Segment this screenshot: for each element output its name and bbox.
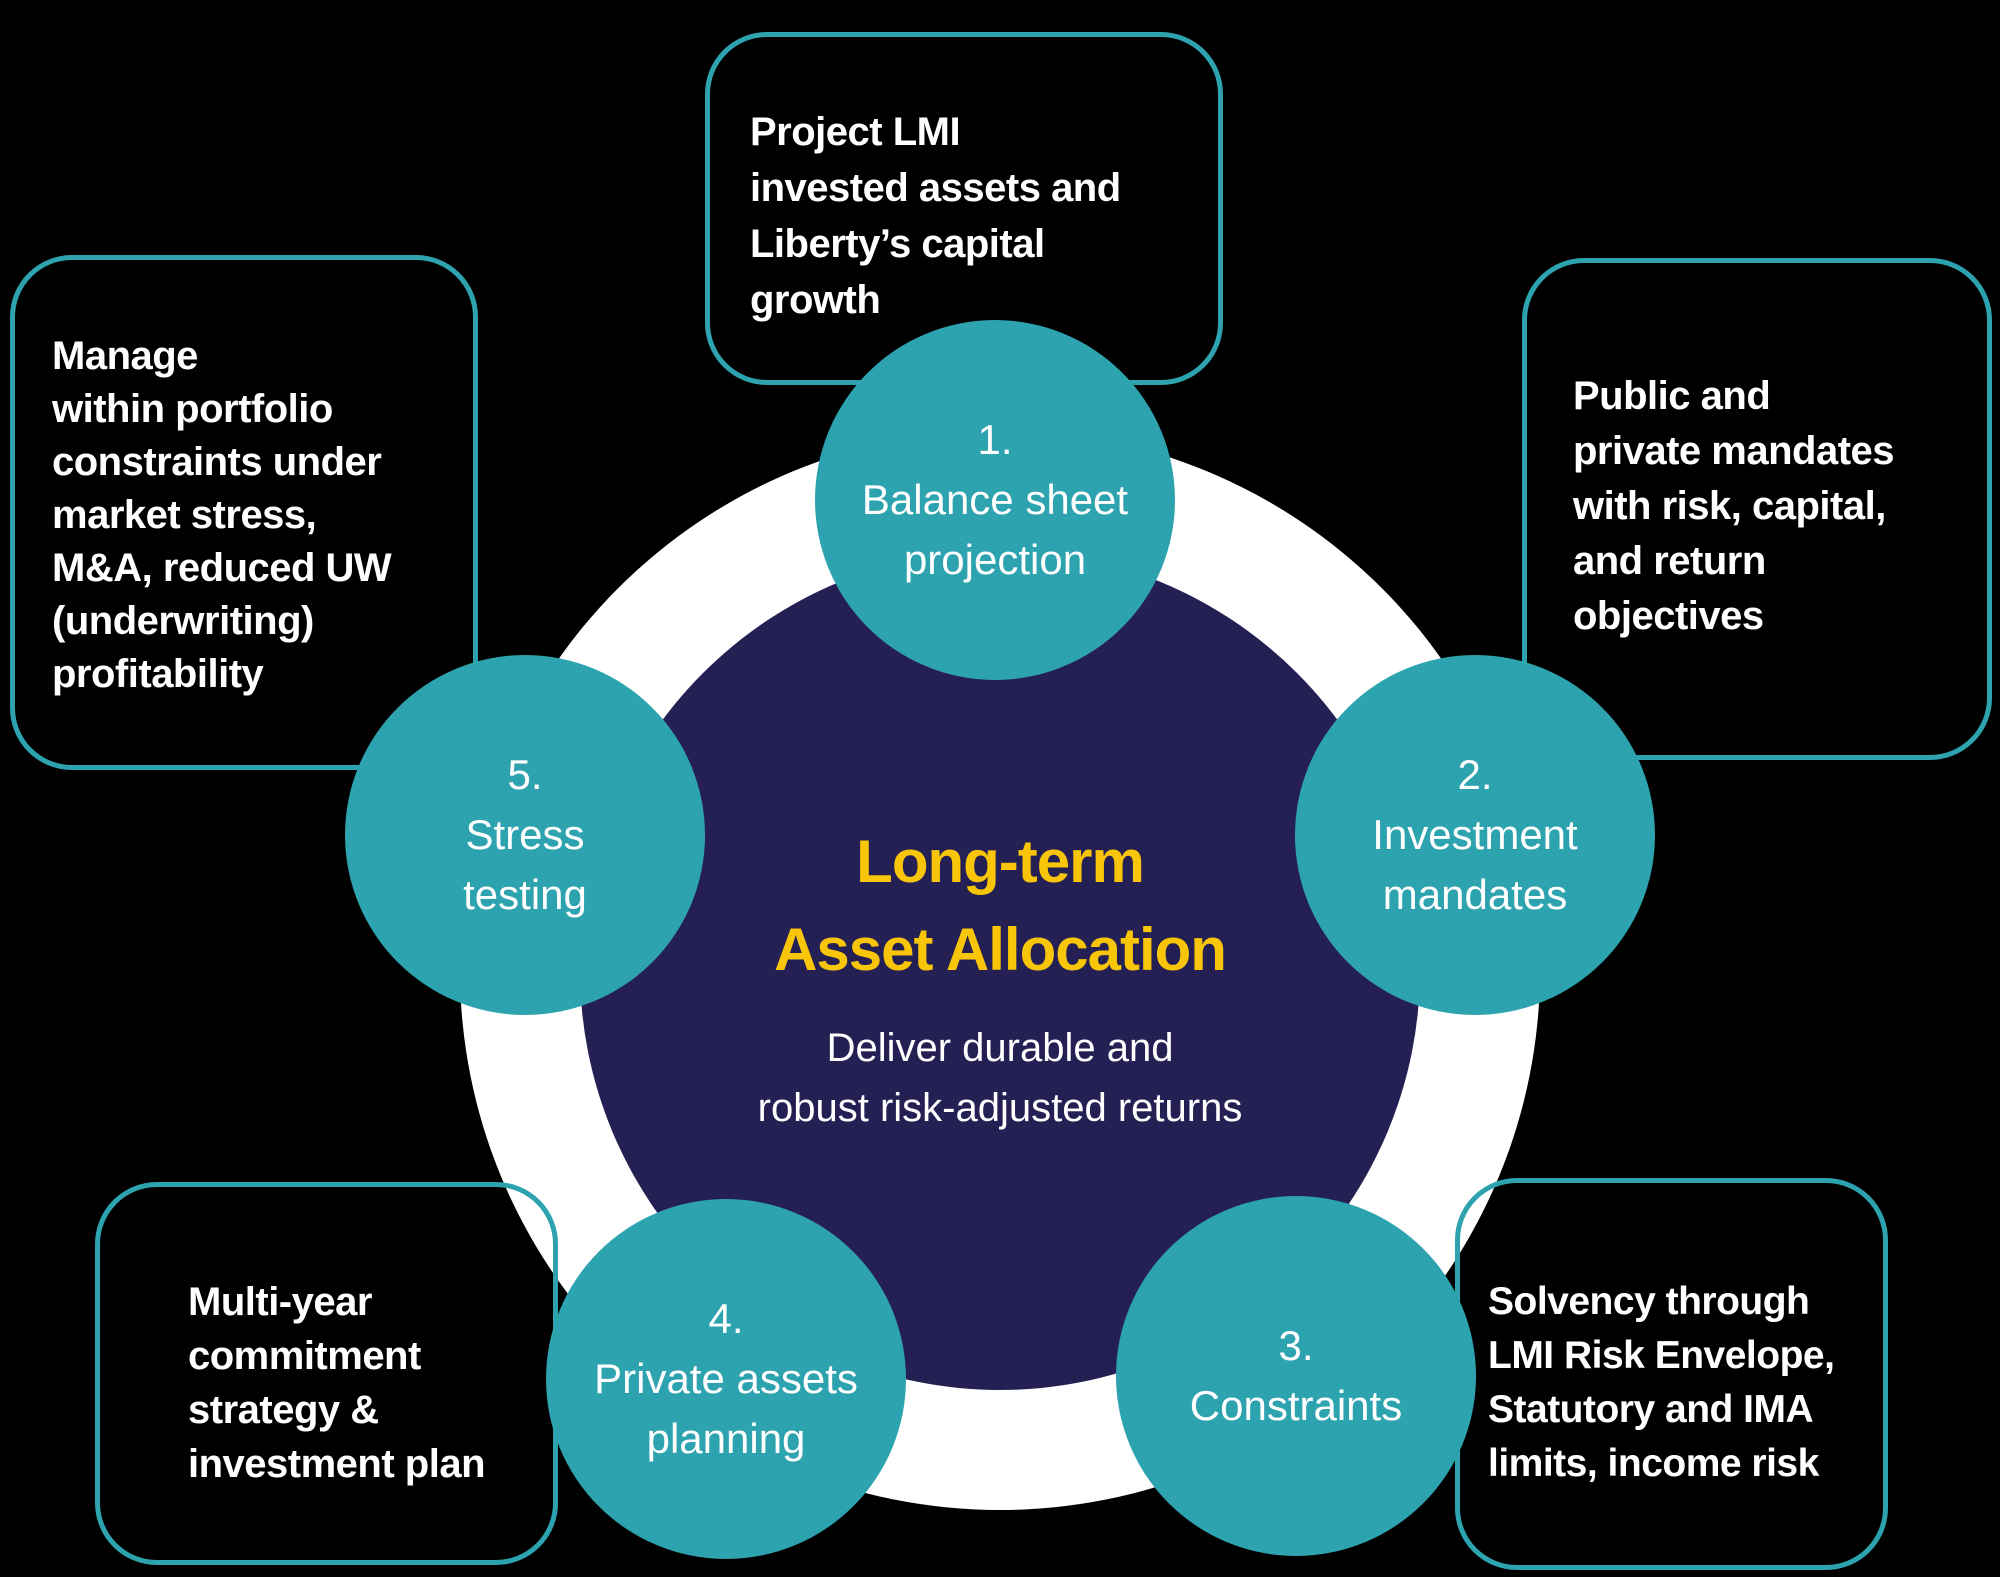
box-text-line: Project LMI: [750, 110, 961, 154]
box-text-line: LMI Risk Envelope,: [1488, 1334, 1835, 1377]
box-text-line: (underwriting): [52, 599, 314, 643]
info-box-stress-testing: Manage within portfolio constraints unde…: [10, 255, 478, 770]
center-subtitle-line: robust risk-adjusted returns: [757, 1086, 1243, 1130]
box-text-line: with risk, capital,: [1573, 484, 1886, 528]
step-label-line: Investment: [1372, 811, 1578, 858]
step-label-line: mandates: [1382, 871, 1568, 918]
step-circle-private-assets-planning: 4. Private assets planning: [546, 1199, 906, 1559]
box-text-line: objectives: [1573, 594, 1764, 638]
box-text-line: investment plan: [188, 1442, 486, 1486]
step-circle-balance-sheet-projection: 1. Balance sheet projection: [815, 320, 1175, 680]
step-label-line: Stress: [465, 811, 585, 858]
center-title-line: Long-term: [856, 828, 1145, 895]
box-text-line: invested assets and: [750, 166, 1121, 210]
box-text-line: Manage: [52, 334, 198, 378]
box-text-line: and return: [1573, 539, 1766, 583]
step-number: 1.: [977, 416, 1013, 463]
box-text-line: profitability: [52, 652, 264, 696]
info-box-investment-mandates: Public and private mandates with risk, c…: [1522, 258, 1992, 760]
center-title: Long-term Asset Allocation: [500, 818, 1500, 994]
step-label-line: Constraints: [1189, 1382, 1403, 1429]
step-label-line: testing: [463, 871, 587, 918]
step-number: 5.: [507, 751, 543, 798]
step-circle-stress-testing: 5. Stress testing: [345, 655, 705, 1015]
step-label-line: projection: [903, 536, 1087, 583]
step-number: 2.: [1457, 751, 1493, 798]
box-text-line: M&A, reduced UW: [52, 546, 392, 590]
step-number: 4.: [708, 1295, 744, 1342]
box-text-line: limits, income risk: [1488, 1442, 1819, 1485]
center-subtitle-line: Deliver durable and: [826, 1026, 1174, 1070]
info-box-private-assets: Multi-year commitment strategy & investm…: [95, 1182, 558, 1565]
box-text-line: private mandates: [1573, 429, 1895, 473]
step-circle-investment-mandates: 2. Investment mandates: [1295, 655, 1655, 1015]
center-subtitle: Deliver durable and robust risk-adjusted…: [500, 1018, 1500, 1138]
step-label-line: planning: [646, 1415, 806, 1462]
box-text-line: strategy &: [188, 1388, 379, 1432]
box-text-line: growth: [750, 278, 881, 322]
box-text-line: Liberty’s capital: [750, 222, 1045, 266]
step-label-line: Private assets: [594, 1355, 858, 1402]
step-label-line: Balance sheet: [861, 476, 1129, 523]
box-text-line: Statutory and IMA: [1488, 1388, 1814, 1431]
box-text-line: constraints under: [52, 440, 382, 484]
box-text-line: Public and: [1573, 374, 1771, 418]
box-text-line: Solvency through: [1488, 1280, 1810, 1323]
center-title-line: Asset Allocation: [774, 916, 1227, 983]
box-text-line: market stress,: [52, 493, 317, 537]
box-text-line: within portfolio: [52, 387, 333, 431]
box-text-line: commitment: [188, 1334, 421, 1378]
step-number: 3.: [1278, 1322, 1314, 1369]
box-text-line: Multi-year: [188, 1280, 372, 1324]
step-circle-constraints: 3. Constraints: [1116, 1196, 1476, 1556]
info-box-constraints: Solvency through LMI Risk Envelope, Stat…: [1455, 1178, 1888, 1570]
